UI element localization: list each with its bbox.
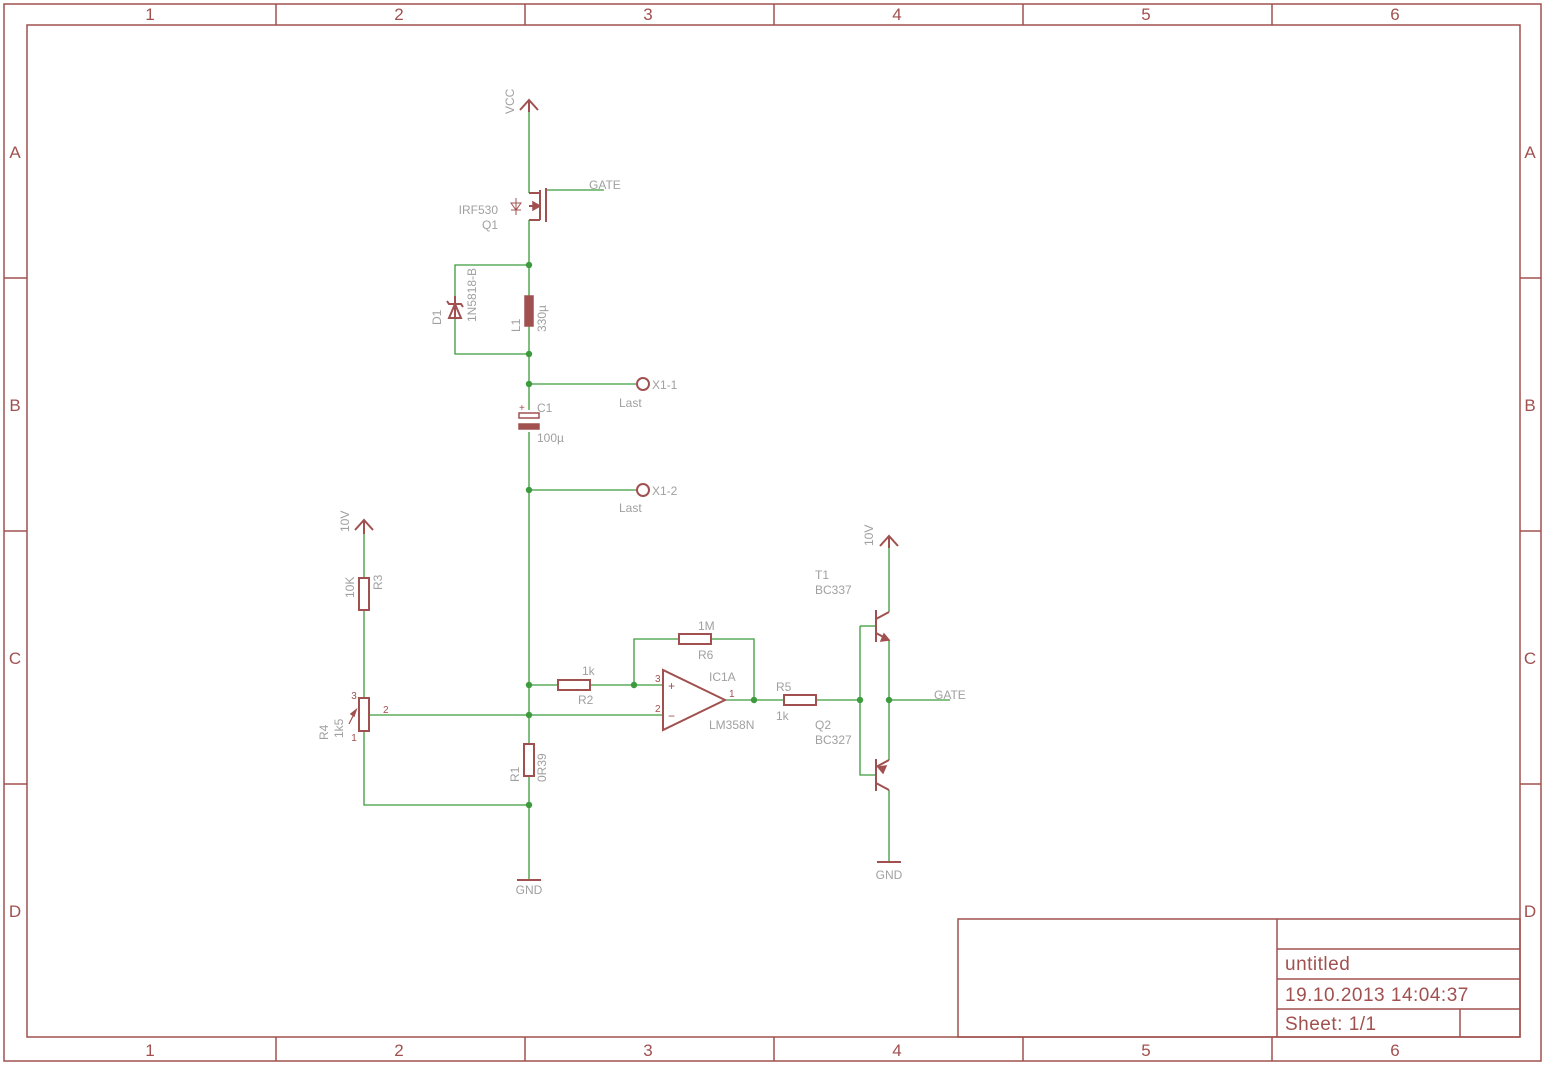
col-label-top: 1 — [145, 5, 154, 24]
vcc-label: VCC — [503, 88, 517, 114]
l1-name: L1 — [509, 318, 523, 332]
gnd-left-label: GND — [516, 883, 543, 897]
vcc-supply: VCC — [503, 88, 539, 114]
diode-d1: D1 1N5818-B — [430, 268, 479, 325]
r4-name: R4 — [317, 724, 331, 740]
connector-x1-2: X1-2 Last — [619, 483, 678, 515]
gnd-right-label: GND — [876, 868, 903, 882]
title-name: untitled — [1285, 954, 1350, 975]
row-label-left: A — [9, 143, 21, 162]
resistor-r1: R1 0R39 — [508, 743, 549, 782]
r1-name: R1 — [508, 766, 522, 782]
opamp-ic1a: + − 3 2 1 IC1A LM358N — [655, 668, 754, 732]
c1-plus: + — [519, 403, 525, 414]
ic1-value: LM358N — [709, 718, 754, 732]
column-labels: 1 2 3 4 5 6 1 2 3 4 5 6 — [145, 5, 1399, 1060]
r4-pin2: 2 — [383, 705, 389, 716]
d1-name: D1 — [430, 309, 444, 325]
q2-value: BC327 — [815, 733, 852, 747]
col-label-bottom: 3 — [643, 1041, 652, 1060]
resistor-r2: 1k R2 — [557, 664, 596, 707]
ic-pin2: 2 — [655, 704, 661, 715]
transistor-q2: Q2 BC327 — [815, 718, 890, 791]
r4-pin3: 3 — [351, 691, 357, 702]
col-label-bottom: 2 — [394, 1041, 403, 1060]
c1-name: C1 — [537, 401, 553, 415]
r4-value: 1k5 — [332, 718, 346, 738]
r5-value: 1k — [776, 709, 790, 723]
row-labels: A B C D A B C D — [9, 143, 1536, 921]
x1-1-name: X1-1 — [652, 378, 678, 392]
row-label-left: B — [9, 396, 20, 415]
title-sheet: Sheet: 1/1 — [1285, 1014, 1377, 1035]
mosfet-q1: IRF530 Q1 — [459, 188, 547, 232]
r1-value: 0R39 — [535, 753, 549, 782]
r5-name: R5 — [776, 680, 792, 694]
x1-2-label: Last — [619, 501, 642, 515]
col-label-top: 2 — [394, 5, 403, 24]
row-label-right: B — [1524, 396, 1535, 415]
title-datetime: 19.10.2013 14:04:37 — [1285, 985, 1469, 1006]
title-block: untitled 19.10.2013 14:04:37 Sheet: 1/1 — [957, 918, 1521, 1038]
r3-name: R3 — [371, 574, 385, 590]
row-label-right: C — [1524, 649, 1536, 668]
inductor-l1: L1 330µ — [509, 295, 549, 332]
capacitor-c1: + C1 100µ — [518, 401, 564, 445]
col-label-top: 3 — [643, 5, 652, 24]
net-gate-right: GATE — [934, 688, 966, 702]
q1-name: Q1 — [482, 218, 498, 232]
ic1-name: IC1A — [709, 670, 736, 684]
ic-pin1: 1 — [729, 689, 735, 700]
col-label-top: 5 — [1141, 5, 1150, 24]
r2-value: 1k — [582, 664, 596, 678]
col-label-bottom: 5 — [1141, 1041, 1150, 1060]
ic-pin3: 3 — [655, 674, 661, 685]
transistor-t1: T1 BC337 — [815, 568, 891, 642]
row-label-left: D — [9, 902, 21, 921]
gnd-right: GND — [876, 861, 903, 882]
drawing-frame — [3, 3, 1542, 1062]
x1-1-label: Last — [619, 396, 642, 410]
col-label-bottom: 6 — [1390, 1041, 1399, 1060]
net-gate-top: GATE — [589, 178, 621, 192]
supply-10v-left-label: 10V — [338, 511, 352, 532]
col-label-top: 4 — [892, 5, 901, 24]
col-label-bottom: 1 — [145, 1041, 154, 1060]
d1-value: 1N5818-B — [465, 268, 479, 322]
row-label-left: C — [9, 649, 21, 668]
c1-value: 100µ — [537, 431, 564, 445]
ic-minus: − — [668, 709, 675, 723]
potentiometer-r4: R4 1k5 1 2 3 — [317, 691, 389, 744]
row-label-right: D — [1524, 902, 1536, 921]
r6-name: R6 — [698, 648, 714, 662]
resistor-r5: R5 1k — [776, 680, 817, 723]
ic-plus: + — [668, 679, 675, 693]
r4-pin1: 1 — [351, 733, 357, 744]
supply-10v-right: 10V — [862, 525, 899, 548]
resistor-r3: 10K R3 — [343, 574, 385, 611]
r2-name: R2 — [578, 693, 594, 707]
q1-value: IRF530 — [459, 203, 499, 217]
resistor-r6: 1M R6 — [678, 619, 715, 662]
wires — [363, 110, 950, 880]
col-label-top: 6 — [1390, 5, 1399, 24]
gnd-left: GND — [516, 879, 543, 897]
t1-name: T1 — [815, 568, 829, 582]
r6-value: 1M — [698, 619, 715, 633]
l1-value: 330µ — [535, 305, 549, 332]
junctions — [525, 261, 893, 809]
row-label-right: A — [1524, 143, 1536, 162]
q2-name: Q2 — [815, 718, 831, 732]
supply-10v-left: 10V — [338, 511, 374, 534]
t1-value: BC337 — [815, 583, 852, 597]
col-label-bottom: 4 — [892, 1041, 901, 1060]
x1-2-name: X1-2 — [652, 484, 678, 498]
r3-value: 10K — [343, 577, 357, 598]
supply-10v-right-label: 10V — [862, 525, 876, 546]
connector-x1-1: X1-1 Last — [619, 377, 678, 410]
